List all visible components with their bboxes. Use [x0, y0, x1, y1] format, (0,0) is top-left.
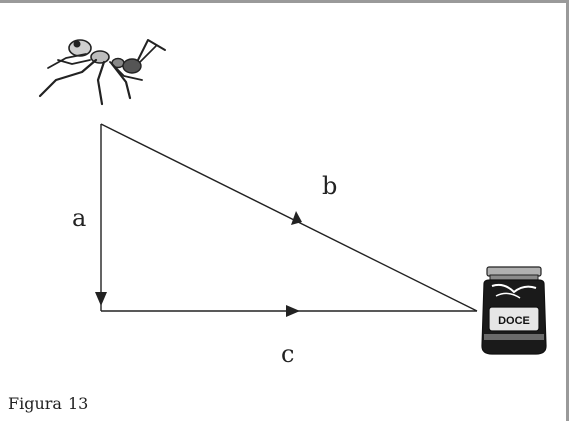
caption-number: 13: [68, 394, 88, 413]
path-b-line: [101, 124, 477, 311]
label-c: c: [281, 340, 294, 368]
paths: [101, 124, 477, 311]
jar-label: DOCE: [498, 315, 530, 327]
jar-icon: DOCE: [482, 267, 546, 354]
ant-icon: [40, 40, 165, 104]
label-b: b: [322, 172, 337, 200]
label-a: a: [72, 204, 86, 232]
arrow-right-icon: [286, 305, 300, 317]
arrow-down-icon: [95, 292, 107, 306]
caption-prefix: Figura: [8, 394, 62, 413]
figure-caption: Figura 13: [8, 394, 88, 413]
